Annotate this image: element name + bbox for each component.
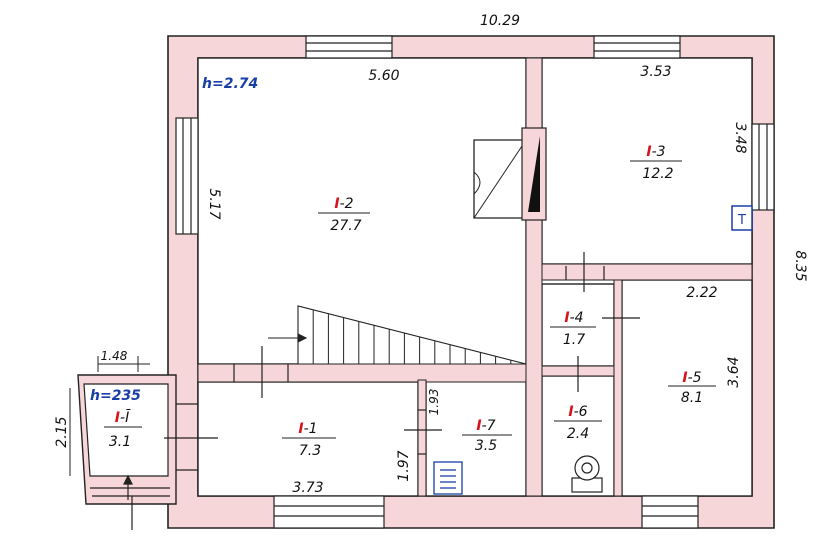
ceiling-height-annex: h=235 bbox=[90, 388, 141, 404]
ceiling-heights: h=2.74 h=235 bbox=[90, 76, 258, 404]
room5-depth-label: 3.64 bbox=[726, 356, 742, 387]
room2-width-label: 5.60 bbox=[368, 68, 399, 84]
heater-icon bbox=[433, 461, 463, 495]
window-right bbox=[751, 123, 775, 211]
door-marks bbox=[164, 252, 640, 471]
room3-depth-label: 3.48 bbox=[732, 122, 748, 153]
ceiling-height-main: h=2.74 bbox=[202, 76, 258, 92]
svg-text:I-4: I-4 bbox=[564, 310, 583, 326]
dimension-lines bbox=[69, 356, 150, 476]
room-label-4: I-4 1.7 bbox=[550, 310, 596, 348]
room7-depth-a-label: 1.93 bbox=[427, 389, 441, 416]
svg-text:I-2: I-2 bbox=[334, 196, 353, 212]
svg-text:8.1: 8.1 bbox=[681, 390, 703, 406]
dimension-labels: 10.29 8.35 5.60 5.17 3.53 3.48 2.22 3.64… bbox=[54, 13, 808, 496]
svg-text:I-1: I-1 bbox=[298, 421, 317, 437]
svg-text:3.1: 3.1 bbox=[109, 434, 131, 450]
svg-text:3.5: 3.5 bbox=[475, 438, 497, 454]
annex-depth-label: 2.15 bbox=[54, 416, 70, 447]
window-bottom-right bbox=[641, 495, 699, 529]
svg-text:1.7: 1.7 bbox=[563, 332, 585, 348]
entrance-arrow bbox=[123, 474, 133, 530]
annex-walls bbox=[77, 374, 177, 505]
svg-text:I-7: I-7 bbox=[476, 418, 495, 434]
svg-text:12.2: 12.2 bbox=[642, 166, 673, 182]
room3-width-label: 3.53 bbox=[640, 64, 671, 80]
room-label-5: I-5 8.1 bbox=[668, 370, 716, 406]
staircase bbox=[268, 305, 527, 365]
room-label-7: I-7 3.5 bbox=[462, 418, 512, 454]
room2-depth-label: 5.17 bbox=[206, 188, 222, 219]
window-top-left bbox=[305, 35, 393, 59]
boiler-symbol: T bbox=[731, 205, 753, 231]
svg-text:2.4: 2.4 bbox=[567, 426, 589, 442]
toilet-icon bbox=[571, 455, 603, 493]
window-left bbox=[175, 117, 199, 235]
room-1-outline bbox=[197, 381, 419, 497]
overall-depth-label: 8.35 bbox=[792, 250, 808, 281]
svg-text:I-6: I-6 bbox=[568, 404, 587, 420]
room-label-3: I-3 12.2 bbox=[630, 144, 682, 182]
svg-text:27.7: 27.7 bbox=[330, 218, 361, 234]
room-label-annex: I-Ī 3.1 bbox=[104, 409, 142, 450]
room-labels: I-2 27.7 I-3 12.2 I-4 1.7 I-5 8.1 I-1 7.… bbox=[104, 144, 716, 459]
room-label-1: I-1 7.3 bbox=[282, 421, 336, 459]
annex-width-label: 1.48 bbox=[101, 349, 128, 363]
window-top-right bbox=[593, 35, 681, 59]
room5-width-label: 2.22 bbox=[686, 285, 717, 301]
overall-width-label: 10.29 bbox=[480, 13, 520, 29]
svg-text:7.3: 7.3 bbox=[299, 443, 321, 459]
windows bbox=[175, 35, 775, 529]
window-bottom-left bbox=[273, 495, 385, 529]
room7-depth-b-label: 1.97 bbox=[396, 450, 412, 481]
stove bbox=[473, 127, 547, 221]
svg-text:I-5: I-5 bbox=[682, 370, 701, 386]
room-label-2: I-2 27.7 bbox=[318, 196, 370, 234]
svg-text:I-Ī: I-Ī bbox=[115, 409, 131, 426]
svg-text:I-3: I-3 bbox=[646, 144, 665, 160]
room-label-6: I-6 2.4 bbox=[554, 404, 602, 442]
boiler-icon: T bbox=[737, 213, 746, 228]
room1-width-label: 3.73 bbox=[292, 480, 323, 496]
